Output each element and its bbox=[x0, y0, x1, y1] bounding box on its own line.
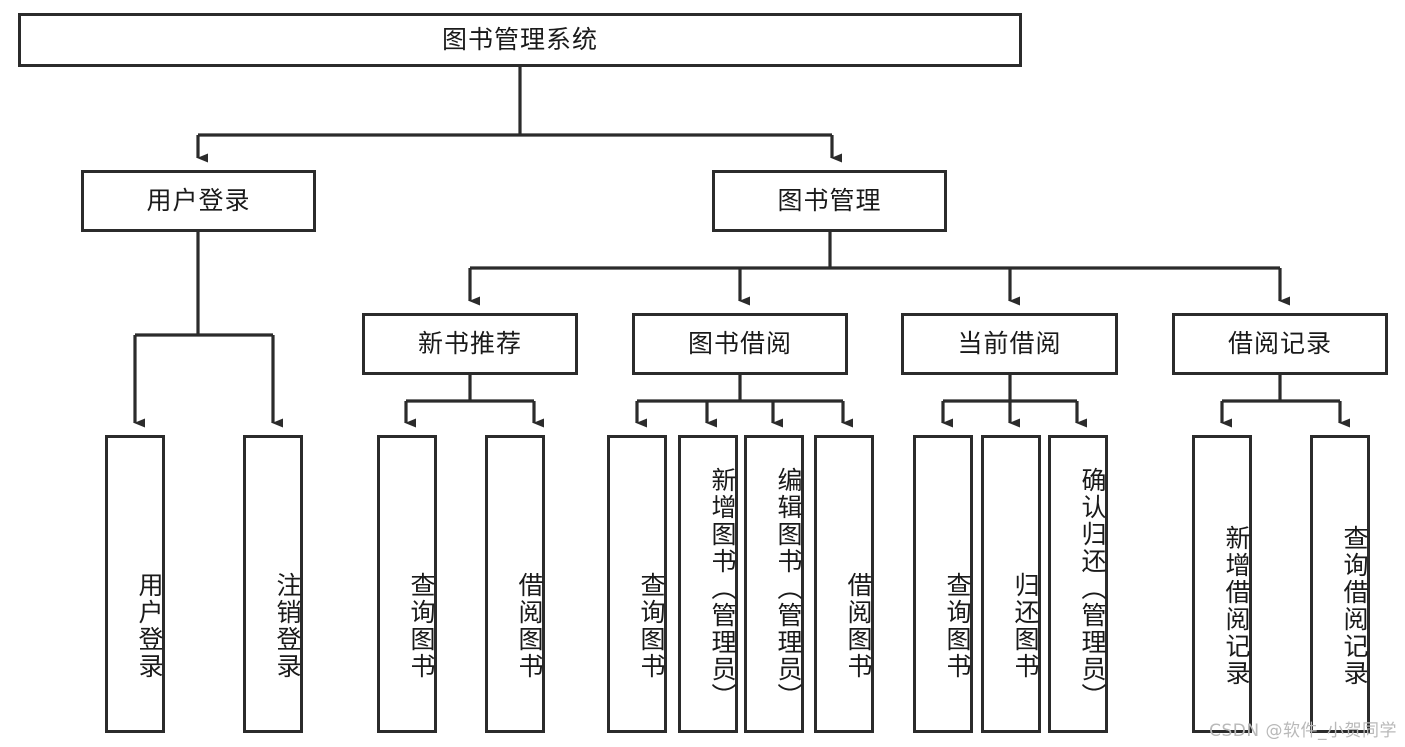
node-new-book-rec-label: 新书推荐 bbox=[417, 329, 522, 358]
node-leaf-query-record[interactable]: 查询借阅记录 bbox=[1310, 435, 1370, 733]
node-leaf-query-book-2[interactable]: 查询图书 bbox=[607, 435, 667, 733]
node-new-book-rec[interactable]: 新书推荐 bbox=[362, 313, 578, 375]
node-borrow-record-label: 借阅记录 bbox=[1227, 329, 1332, 358]
node-leaf-query-record-label: 查询借阅记录 bbox=[1340, 525, 1369, 687]
node-book-manage-label: 图书管理 bbox=[777, 186, 882, 215]
node-user-login-label: 用户登录 bbox=[146, 186, 251, 215]
node-book-borrow[interactable]: 图书借阅 bbox=[632, 313, 848, 375]
node-borrow-record[interactable]: 借阅记录 bbox=[1172, 313, 1388, 375]
node-book-manage[interactable]: 图书管理 bbox=[712, 170, 947, 232]
node-user-login[interactable]: 用户登录 bbox=[81, 170, 316, 232]
node-leaf-return-book[interactable]: 归还图书 bbox=[981, 435, 1041, 733]
node-leaf-confirm-return-label: 确认归还（管理员） bbox=[1078, 466, 1107, 710]
node-leaf-add-record[interactable]: 新增借阅记录 bbox=[1192, 435, 1252, 733]
node-leaf-logout-label: 注销登录 bbox=[273, 572, 302, 680]
node-leaf-query-book-1[interactable]: 查询图书 bbox=[377, 435, 437, 733]
node-leaf-add-book-label: 新增图书（管理员） bbox=[708, 466, 737, 710]
node-leaf-add-book[interactable]: 新增图书（管理员） bbox=[678, 435, 738, 733]
node-current-borrow-label: 当前借阅 bbox=[957, 329, 1062, 358]
node-leaf-user-login[interactable]: 用户登录 bbox=[105, 435, 165, 733]
node-root[interactable]: 图书管理系统 bbox=[18, 13, 1022, 67]
node-leaf-add-record-label: 新增借阅记录 bbox=[1222, 525, 1251, 687]
csdn-watermark: CSDN @软件_小贺同学 bbox=[1209, 721, 1397, 741]
node-leaf-user-login-label: 用户登录 bbox=[135, 572, 164, 680]
node-leaf-query-book-2-label: 查询图书 bbox=[637, 572, 666, 680]
node-leaf-query-book-3[interactable]: 查询图书 bbox=[913, 435, 973, 733]
node-leaf-query-book-3-label: 查询图书 bbox=[943, 572, 972, 680]
node-leaf-return-book-label: 归还图书 bbox=[1011, 572, 1040, 680]
node-current-borrow[interactable]: 当前借阅 bbox=[901, 313, 1118, 375]
node-leaf-edit-book[interactable]: 编辑图书（管理员） bbox=[744, 435, 804, 733]
node-leaf-confirm-return[interactable]: 确认归还（管理员） bbox=[1048, 435, 1108, 733]
node-leaf-query-book-1-label: 查询图书 bbox=[407, 572, 436, 680]
node-leaf-borrow-book-2[interactable]: 借阅图书 bbox=[814, 435, 874, 733]
node-leaf-borrow-book-2-label: 借阅图书 bbox=[844, 572, 873, 680]
node-leaf-logout[interactable]: 注销登录 bbox=[243, 435, 303, 733]
node-leaf-edit-book-label: 编辑图书（管理员） bbox=[774, 466, 803, 710]
node-leaf-borrow-book-1[interactable]: 借阅图书 bbox=[485, 435, 545, 733]
node-root-label: 图书管理系统 bbox=[441, 25, 598, 54]
node-leaf-borrow-book-1-label: 借阅图书 bbox=[515, 572, 544, 680]
node-book-borrow-label: 图书借阅 bbox=[687, 329, 792, 358]
